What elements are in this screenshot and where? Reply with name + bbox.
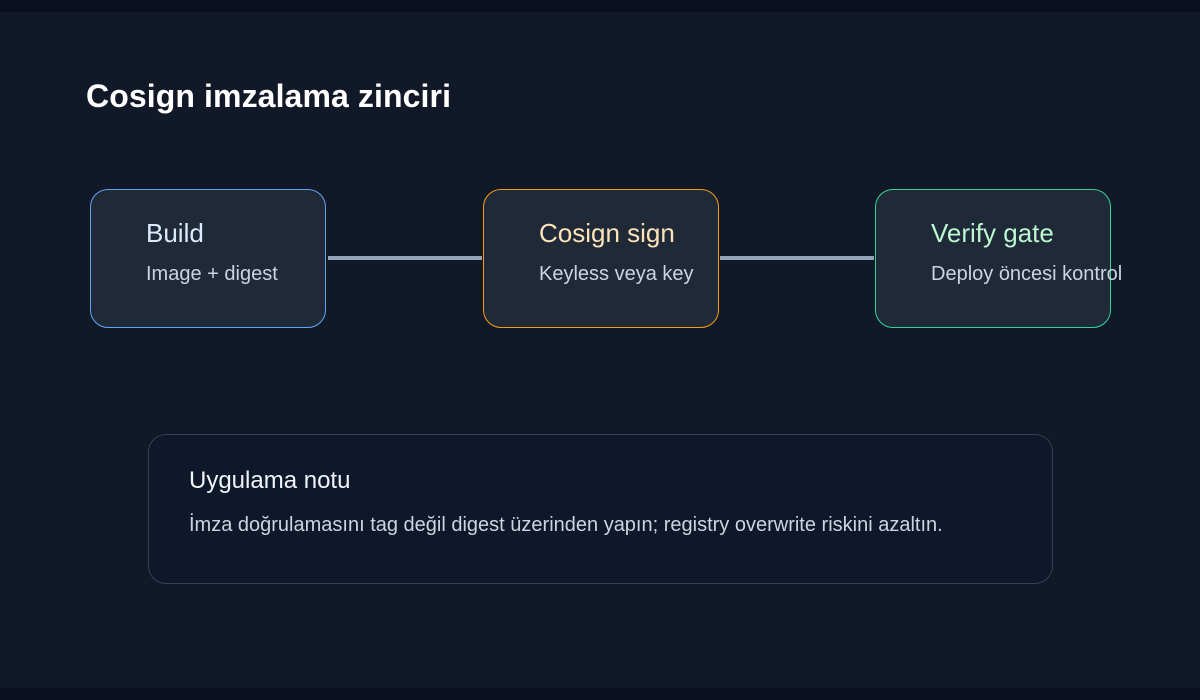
note-title: Uygulama notu [189,467,351,494]
node-verify-gate-subtitle: Deploy öncesi kontrol [931,263,1123,285]
node-build-title: Build [146,218,204,248]
node-build-subtitle: Image + digest [146,263,278,285]
diagram-canvas: Cosign imzalama zinciri Build Image + di… [0,12,1200,688]
node-verify-gate: Verify gate Deploy öncesi kontrol [875,189,1122,328]
node-cosign-sign: Cosign sign Keyless veya key [483,189,719,328]
page-title: Cosign imzalama zinciri [86,78,452,114]
node-verify-gate-title: Verify gate [931,218,1054,248]
implementation-note: Uygulama notu İmza doğrulamasını tag değ… [148,434,1053,584]
connector-sign-to-verify [720,256,874,260]
connector-build-to-sign [328,256,482,260]
node-cosign-sign-subtitle: Keyless veya key [539,263,694,285]
node-cosign-sign-title: Cosign sign [539,218,675,248]
node-build: Build Image + digest [90,189,326,328]
note-text: İmza doğrulamasını tag değil digest üzer… [189,514,943,536]
